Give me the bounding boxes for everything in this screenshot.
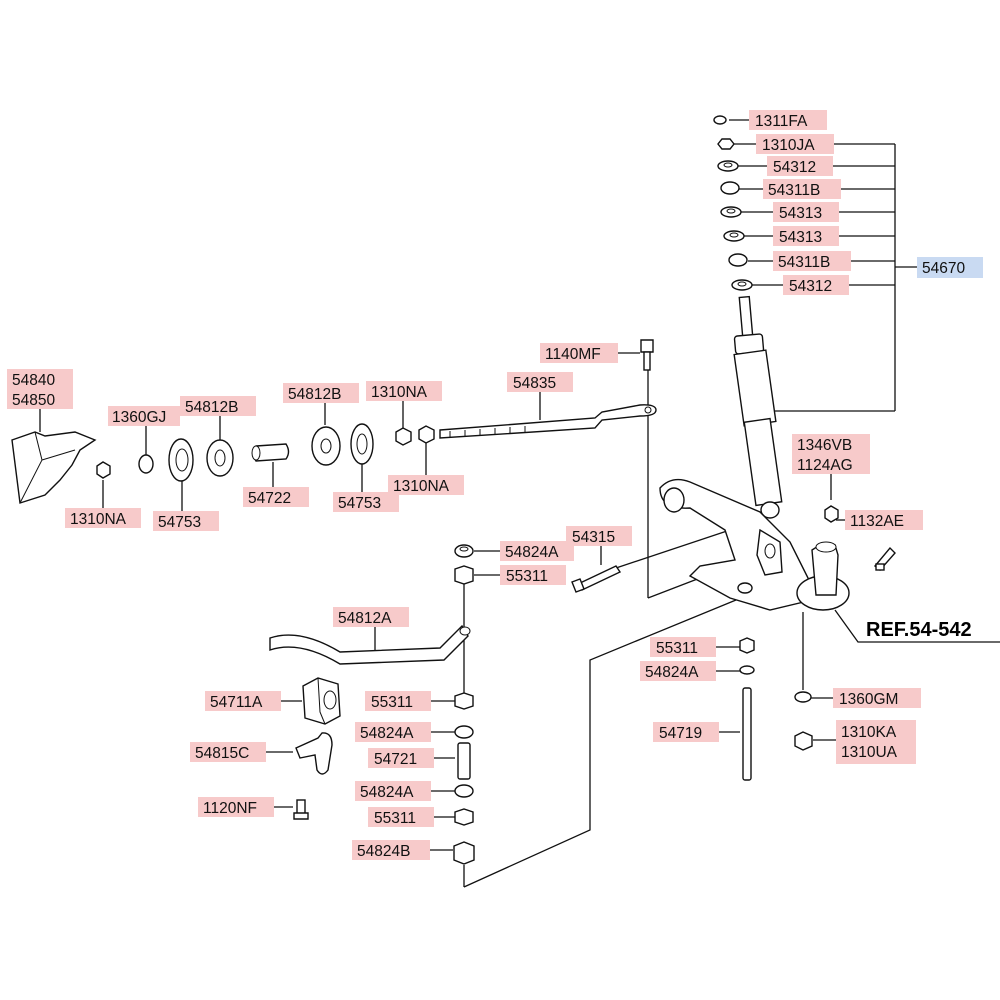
label-54850: 54850	[12, 392, 55, 409]
label-1310UA: 1310UA	[841, 744, 898, 761]
leader-lines	[39, 119, 1000, 888]
label-54753: 54753	[338, 495, 381, 512]
label-54313: 54313	[779, 205, 822, 222]
label-54815C: 54815C	[195, 745, 249, 762]
label-54824A: 54824A	[360, 784, 414, 801]
label-54812B: 54812B	[288, 386, 341, 403]
label-54824A: 54824A	[645, 664, 699, 681]
label-1124AG: 1124AG	[797, 457, 853, 474]
label-54835: 54835	[513, 375, 556, 392]
label-1132AE: 1132AE	[850, 513, 904, 530]
label-backgrounds	[7, 110, 983, 860]
label-54670-assembly: 54670	[922, 260, 965, 277]
label-55311: 55311	[374, 810, 416, 827]
label-54721: 54721	[374, 751, 417, 768]
label-54812B: 54812B	[185, 399, 238, 416]
label-1120NF: 1120NF	[203, 800, 257, 817]
label-54711A: 54711A	[210, 694, 263, 711]
label-texts: 1311FA 1310JA 54312 54311B 54313 54313 5…	[12, 113, 972, 860]
label-54311B: 54311B	[778, 254, 830, 271]
label-55311: 55311	[371, 694, 413, 711]
label-1346VB: 1346VB	[797, 437, 852, 454]
label-1310NA: 1310NA	[371, 384, 428, 401]
label-54312: 54312	[773, 159, 816, 176]
label-54824B: 54824B	[357, 843, 410, 860]
label-54812A: 54812A	[338, 610, 392, 627]
label-54719: 54719	[659, 725, 702, 742]
label-1360GJ: 1360GJ	[112, 409, 166, 426]
label-54824A: 54824A	[505, 544, 559, 561]
label-1310NA: 1310NA	[70, 511, 127, 528]
label-1360GM: 1360GM	[839, 691, 898, 708]
label-55311: 55311	[506, 568, 548, 585]
label-1310NA: 1310NA	[393, 478, 450, 495]
label-54840: 54840	[12, 372, 55, 389]
part-drawings	[11, 115, 896, 865]
label-55311: 55311	[656, 640, 698, 657]
label-1140MF: 1140MF	[545, 346, 601, 363]
label-54312: 54312	[789, 278, 832, 295]
label-54311B: 54311B	[768, 182, 820, 199]
label-54824A: 54824A	[360, 725, 414, 742]
label-54315: 54315	[572, 529, 615, 546]
label-1311FA: 1311FA	[755, 113, 808, 130]
label-1310JA: 1310JA	[762, 137, 815, 154]
label-54753: 54753	[158, 514, 201, 531]
label-1310KA: 1310KA	[841, 724, 897, 741]
label-54313: 54313	[779, 229, 822, 246]
reference-label: REF.54-542	[866, 619, 972, 641]
label-54722: 54722	[248, 490, 291, 507]
